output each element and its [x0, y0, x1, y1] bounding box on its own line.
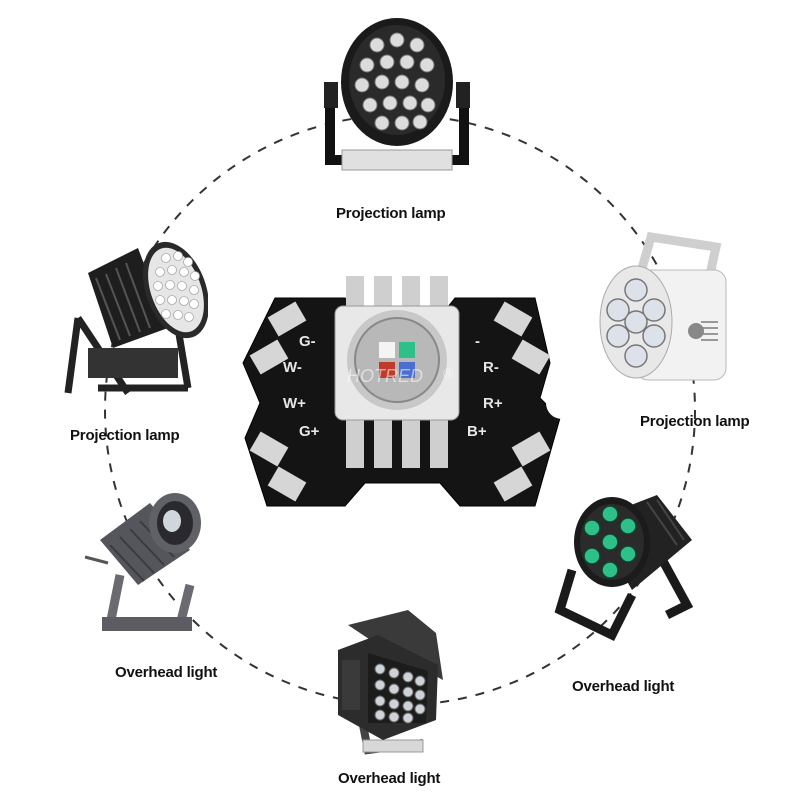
pad-label: - [475, 333, 480, 350]
white-moving-beam-projection-lamp-icon [599, 232, 727, 381]
pad-label: R+ [483, 395, 503, 412]
label-upper-left: Projection lamp [70, 427, 180, 444]
pad-label: B+ [467, 423, 487, 440]
rgbw-led-board-icon: G- W- W+ G+ - R- R+ B+ HOTRED ® [235, 268, 567, 536]
pad-label: G- [299, 333, 316, 350]
label-lower-left: Overhead light [115, 664, 218, 681]
pad-label: R- [483, 359, 499, 376]
label-lower-right: Overhead light [572, 678, 675, 695]
pad-label: W- [283, 359, 302, 376]
par-can-projection-lamp-icon [324, 18, 470, 171]
outdoor-par-overhead-light-icon [554, 495, 694, 641]
label-top: Projection lamp [336, 205, 446, 222]
label-upper-right: Projection lamp [640, 413, 750, 430]
label-bottom: Overhead light [338, 770, 441, 787]
spot-overhead-light-icon [84, 493, 201, 631]
watermark-mark: ® [443, 365, 454, 381]
pad-label: G+ [299, 423, 320, 440]
stadium-flood-projection-lamp-icon [64, 241, 208, 395]
pad-label: W+ [283, 395, 306, 412]
square-flood-overhead-light-icon [338, 610, 443, 755]
watermark: HOTRED [347, 366, 423, 386]
